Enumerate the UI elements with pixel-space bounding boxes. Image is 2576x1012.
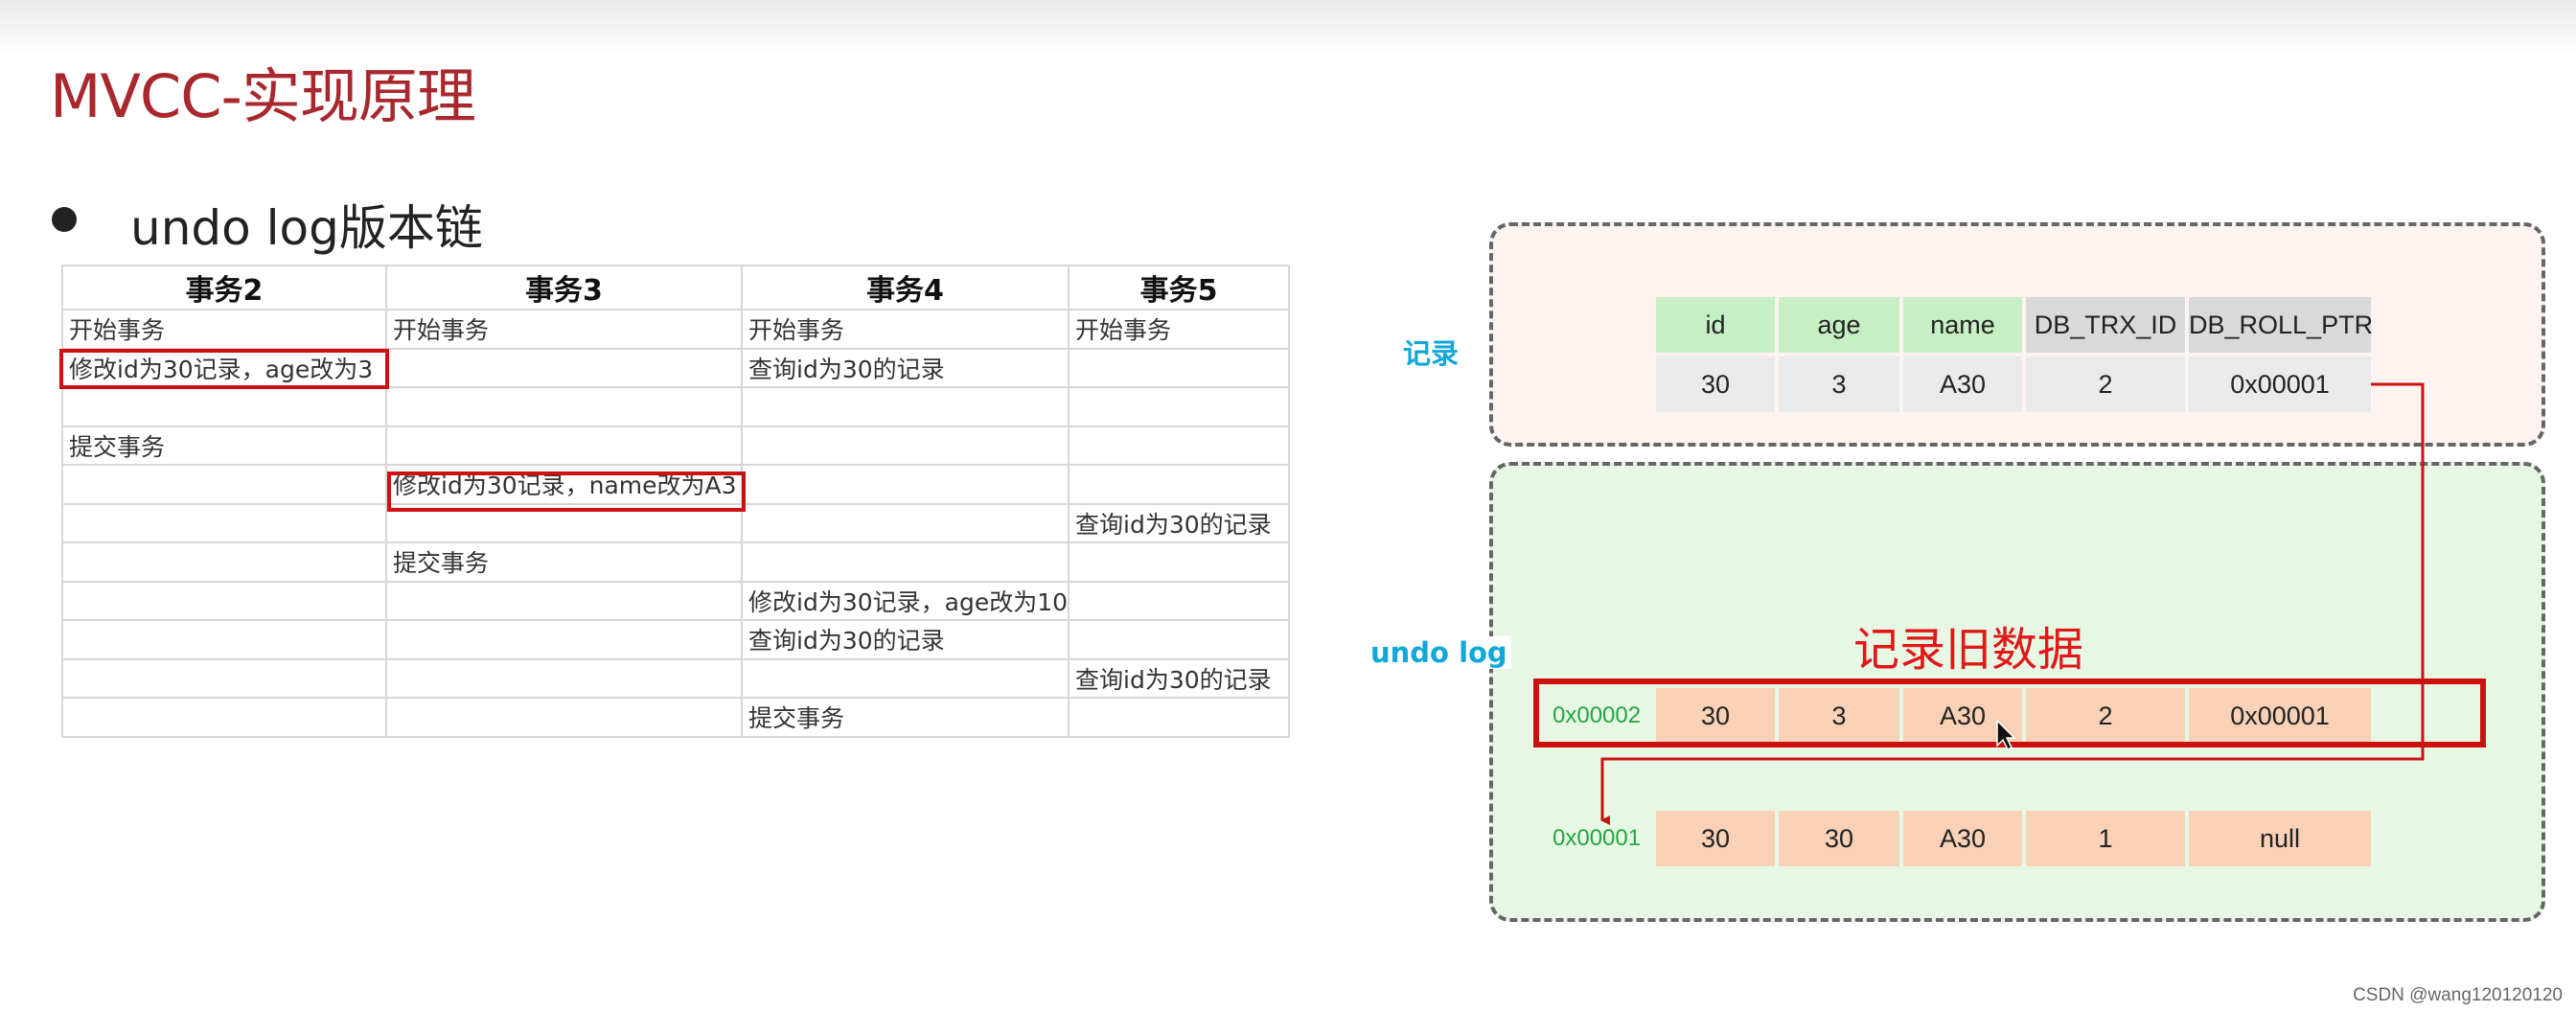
table-cell — [61, 619, 387, 660]
undo-cell-db-trx-id: 1 — [2026, 811, 2185, 866]
table-cell — [1068, 347, 1291, 388]
table-cell — [61, 386, 387, 427]
table-row: 修改id为30记录，age改为10 — [61, 580, 1291, 621]
undo-cell-name: A30 — [1903, 811, 2022, 866]
table-row: 修改id为30记录，age改为3 查询id为30的记录 — [61, 347, 1291, 388]
table-row: 提交事务 — [61, 697, 1291, 738]
table-cell — [1068, 464, 1291, 505]
undo-cell-id: 30 — [1656, 811, 1775, 866]
table-cell — [385, 619, 743, 660]
table-cell — [1068, 541, 1291, 583]
table-header-row: 事务2 事务3 事务4 事务5 — [61, 264, 1291, 310]
table-cell — [61, 697, 387, 738]
table-cell: 查询id为30的记录 — [740, 347, 1070, 388]
transaction-table: 事务2 事务3 事务4 事务5 开始事务 开始事务 开始事务 开始事务 修改id… — [61, 264, 1291, 738]
slide-title: MVCC-实现原理 — [50, 61, 476, 131]
table-cell — [740, 657, 1070, 699]
bullet-text: undo log版本链 — [130, 200, 483, 256]
table-row: 修改id为30记录，name改为A3 — [61, 464, 1291, 505]
table-cell: 提交事务 — [61, 425, 387, 466]
table-cell: 查询id为30的记录 — [740, 619, 1070, 660]
slide-top-band — [0, 0, 2576, 58]
record-cell-name: A30 — [1903, 356, 2022, 412]
table-cell — [1068, 386, 1291, 427]
column-header-tx3: 事务3 — [385, 264, 743, 310]
column-header-age: age — [1779, 297, 1899, 353]
column-header-db-roll-ptr: DB_ROLL_PTR — [2189, 297, 2373, 353]
table-cell: 修改id为30记录，age改为10 — [740, 580, 1070, 621]
table-cell: 查询id为30的记录 — [1068, 657, 1291, 699]
table-cell — [740, 502, 1070, 543]
column-header-tx5: 事务5 — [1068, 264, 1291, 310]
column-header-name: name — [1903, 297, 2022, 353]
table-row: 查询id为30的记录 — [61, 657, 1291, 699]
table-cell: 查询id为30的记录 — [1068, 502, 1291, 543]
table-cell — [61, 541, 387, 583]
table-cell — [61, 580, 387, 621]
table-cell — [385, 580, 743, 621]
table-cell — [385, 425, 743, 466]
table-cell — [740, 386, 1070, 427]
bullet-icon — [52, 207, 77, 232]
column-header-tx2: 事务2 — [61, 264, 387, 310]
table-cell: 修改id为30记录，name改为A3 — [385, 464, 743, 505]
undo-cell-age: 30 — [1779, 811, 1899, 866]
table-cell — [1068, 619, 1291, 660]
undo-cell-db-roll-ptr: null — [2189, 811, 2371, 866]
table-cell — [740, 541, 1070, 583]
record-label: 记录 — [1403, 337, 1460, 370]
record-cell-id: 30 — [1656, 356, 1775, 412]
table-cell — [61, 657, 387, 699]
table-cell — [740, 464, 1070, 505]
old-data-label: 记录旧数据 — [1853, 623, 2084, 677]
column-header-tx4: 事务4 — [740, 264, 1070, 310]
table-cell: 开始事务 — [1068, 309, 1291, 350]
table-cell — [1068, 425, 1291, 466]
table-cell: 开始事务 — [61, 309, 387, 350]
undo-entry-address: 0x00001 — [1552, 825, 1642, 851]
table-cell: 开始事务 — [740, 309, 1070, 350]
table-row: 提交事务 — [61, 425, 1291, 466]
table-row: 开始事务 开始事务 开始事务 开始事务 — [61, 309, 1291, 350]
table-cell — [740, 425, 1070, 466]
table-row — [61, 386, 1291, 427]
table-cell — [61, 464, 387, 505]
highlight-box-tx3-update — [387, 472, 746, 512]
table-cell — [385, 697, 743, 738]
table-cell — [385, 386, 743, 427]
record-cell-age: 3 — [1779, 356, 1899, 412]
table-cell — [1068, 697, 1291, 738]
table-row: 提交事务 — [61, 541, 1291, 583]
highlight-box-tx2-update — [59, 349, 389, 389]
table-cell — [385, 347, 743, 388]
table-cell — [61, 502, 387, 543]
highlight-box-undo-entry — [1533, 678, 2486, 748]
column-header-id: id — [1656, 297, 1775, 353]
table-row: 查询id为30的记录 — [61, 502, 1291, 543]
table-cell: 提交事务 — [740, 697, 1070, 738]
table-row: 查询id为30的记录 — [61, 619, 1291, 660]
table-cell — [385, 657, 743, 699]
table-cell — [1068, 580, 1291, 621]
table-cell: 修改id为30记录，age改为3 — [61, 347, 387, 388]
record-cell-db-trx-id: 2 — [2026, 356, 2185, 412]
undo-log-label: undo log — [1370, 636, 1511, 669]
table-cell: 开始事务 — [385, 309, 743, 350]
column-header-db-trx-id: DB_TRX_ID — [2026, 297, 2185, 353]
watermark: CSDN @wang120120120 — [2353, 985, 2563, 1005]
table-cell: 提交事务 — [385, 541, 743, 583]
record-cell-db-roll-ptr: 0x00001 — [2189, 356, 2371, 412]
